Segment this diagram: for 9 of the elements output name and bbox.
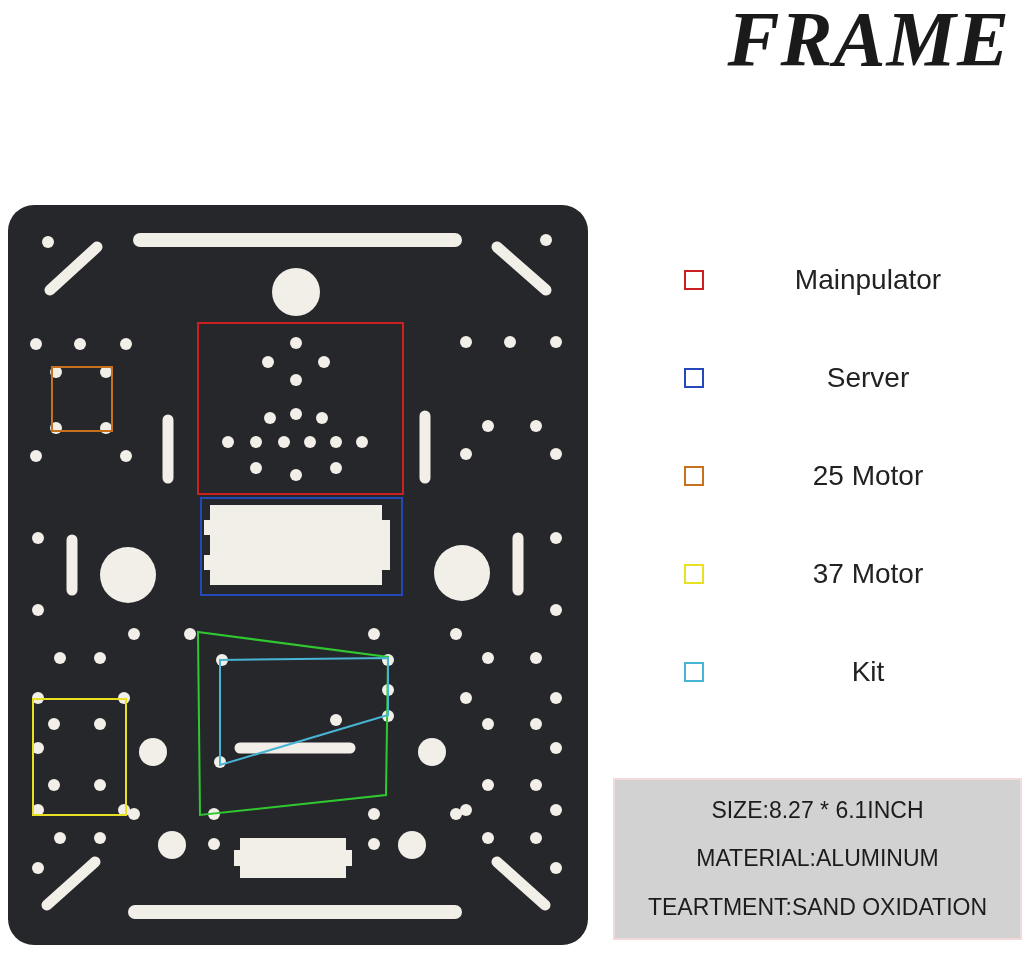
spec-text: TEARTMENT:SAND OXIDATION <box>647 894 988 922</box>
legend-label: Mainpulator <box>793 264 943 296</box>
legend-label: Kit <box>850 656 886 688</box>
spec-text: SIZE:8.27 * 6.1INCH <box>711 796 924 824</box>
legend-label: 37 Motor <box>811 558 925 590</box>
spec-text: MATERIAL:ALUMINUM <box>696 845 939 873</box>
title: FRAME <box>726 0 1010 84</box>
legend-label: Server <box>825 362 911 394</box>
legend-label: 25 Motor <box>811 460 925 492</box>
